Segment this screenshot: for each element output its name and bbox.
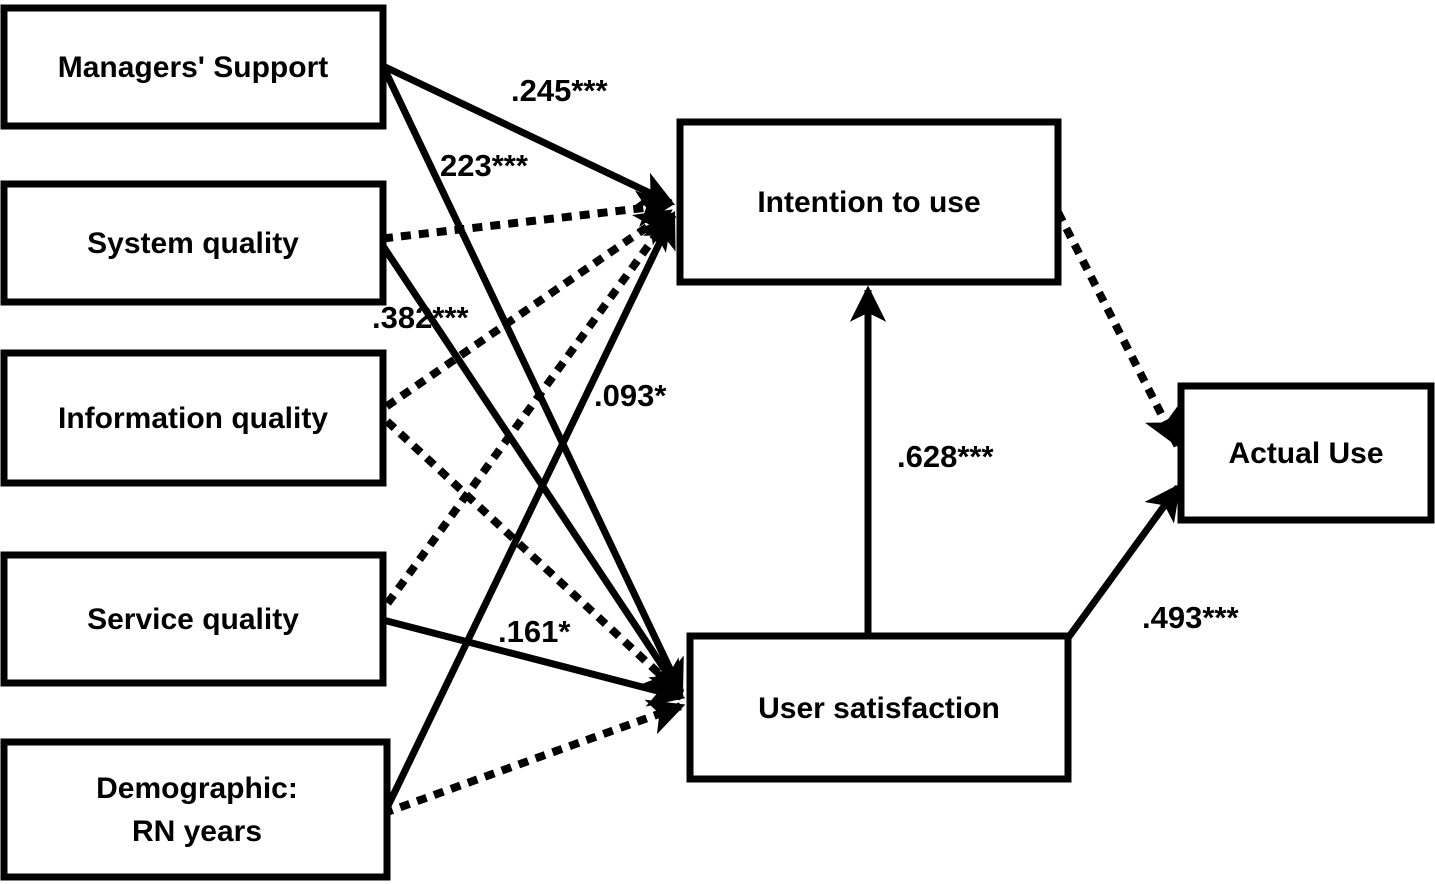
edge-managers-support-to-user-satisfaction xyxy=(379,64,685,697)
node-system-quality[interactable]: System quality xyxy=(0,180,387,306)
node-demographic-rn-years[interactable]: Demographic: RN years xyxy=(0,738,391,881)
edge-user-satisfaction-to-actual-use xyxy=(1065,483,1181,641)
node-information-quality[interactable]: Information quality xyxy=(0,349,387,487)
edge-demographic-to-intention-to-use xyxy=(383,210,677,810)
edge-managers-support-to-intention-to-use xyxy=(381,62,676,207)
node-label-actual-use: Actual Use xyxy=(1228,437,1383,470)
edge-layer xyxy=(379,62,1182,818)
edge-system-quality-to-intention-to-use xyxy=(382,190,674,243)
node-label-service-quality: Service quality xyxy=(87,603,299,636)
edge-intention-to-use-to-actual-use xyxy=(1054,210,1182,449)
node-label-demographic-line2: RN years xyxy=(132,815,262,848)
edge-demographic-to-user-satisfaction xyxy=(381,699,687,818)
edge-information-quality-to-intention-to-use xyxy=(384,206,675,410)
node-label-managers-support: Managers' Support xyxy=(58,51,329,84)
coefficient-label-managers-support-satisfaction: 223*** xyxy=(440,148,529,183)
node-intention-to-use[interactable]: Intention to use xyxy=(676,118,1062,286)
node-layer: Managers' Support System quality Informa… xyxy=(0,4,1435,881)
edge-information-quality-to-user-satisfaction xyxy=(384,418,685,698)
coefficient-label-demographic-intention: .093* xyxy=(594,378,667,413)
node-service-quality[interactable]: Service quality xyxy=(0,551,387,687)
edge-service-quality-to-user-satisfaction xyxy=(382,616,686,707)
node-label-user-satisfaction: User satisfaction xyxy=(758,692,1000,725)
coefficient-label-system-quality-satisfaction: .382*** xyxy=(372,300,469,335)
node-user-satisfaction[interactable]: User satisfaction xyxy=(686,632,1072,783)
node-label-demographic-line1: Demographic: xyxy=(96,772,298,805)
node-label-intention-to-use: Intention to use xyxy=(757,186,980,219)
edge-service-quality-to-intention-to-use xyxy=(384,210,676,606)
coefficient-label-layer: .245*** 223*** .382*** .093* .161* .628*… xyxy=(372,73,1239,649)
coefficient-label-satisfaction-actual-use: .493*** xyxy=(1142,600,1239,635)
coefficient-label-service-quality-satisfaction: .161* xyxy=(498,614,571,649)
node-label-information-quality: Information quality xyxy=(58,402,328,435)
edge-system-quality-to-user-satisfaction xyxy=(380,244,684,698)
node-managers-support[interactable]: Managers' Support xyxy=(0,4,387,130)
coefficient-label-managers-support-intention: .245*** xyxy=(511,73,608,108)
node-actual-use[interactable]: Actual Use xyxy=(1177,382,1435,524)
coefficient-label-satisfaction-intention: .628*** xyxy=(897,439,994,474)
node-label-system-quality: System quality xyxy=(87,227,299,260)
